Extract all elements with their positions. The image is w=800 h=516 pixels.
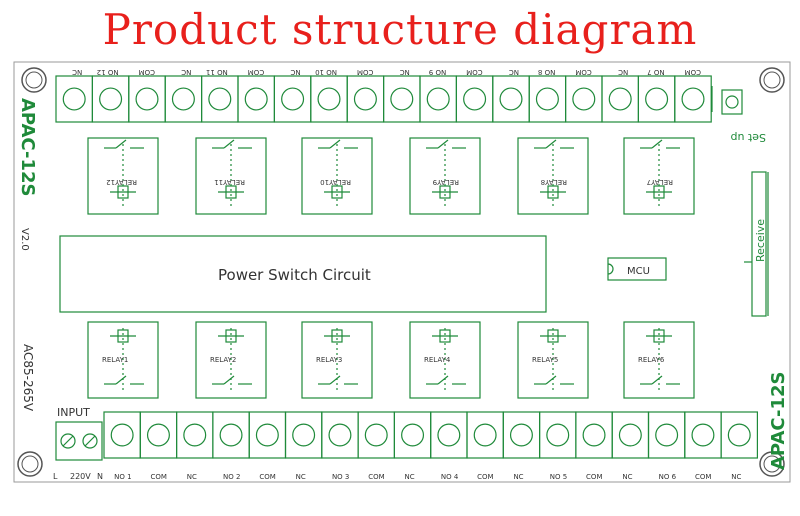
relay	[87, 321, 159, 399]
top-terminal-label: NC	[400, 68, 410, 76]
top-terminal-label: NO 10	[315, 68, 337, 76]
relay	[87, 137, 159, 215]
relay	[409, 321, 481, 399]
relay-label: RELAY3	[316, 356, 342, 364]
bottom-terminal-cell	[720, 411, 758, 459]
top-terminal-cell	[674, 75, 712, 123]
mounting-hole-inner	[763, 455, 781, 473]
model-label-right: APAC-12S	[768, 371, 789, 470]
top-terminal-label: NO 8	[538, 68, 555, 76]
bottom-terminal-label: NO 6	[659, 473, 677, 481]
bottom-relay-row: RELAY1 RELAY2 RELAY3 RELAY4 RELAY5 RELAY6	[87, 321, 695, 399]
mounting-hole-icon	[17, 451, 43, 477]
relay-label: RELAY5	[532, 356, 558, 364]
relay-label: RELAY1	[102, 356, 128, 364]
bottom-terminal-label: NO 2	[223, 473, 240, 481]
input-terminal-l: L	[53, 472, 58, 481]
relay	[409, 137, 481, 215]
bottom-terminal-label: NC	[622, 473, 632, 481]
relay	[195, 137, 267, 215]
voltage-label: AC85-265V	[21, 344, 35, 412]
relay-label: RELAY9	[433, 178, 459, 186]
mounting-hole-icon	[759, 451, 785, 477]
bottom-terminal-label: COM	[368, 473, 384, 481]
mcu-label: MCU	[627, 266, 650, 277]
top-terminal-label: NC	[181, 68, 191, 76]
input-terminal	[55, 421, 103, 461]
bottom-terminal-label: NO 4	[441, 473, 459, 481]
top-terminal-label: COM	[139, 68, 155, 76]
input-terminal-220v: 220V	[70, 472, 91, 481]
relay-label: RELAY12	[106, 178, 137, 186]
relay	[301, 321, 373, 399]
top-terminal-label: NC	[509, 68, 519, 76]
top-terminal-label: COM	[575, 68, 591, 76]
top-terminal-label: NC	[72, 68, 82, 76]
version-label: V2.0	[19, 228, 30, 251]
top-terminal-label: COM	[685, 68, 701, 76]
bottom-terminal-strip: NO 1 COM NC NO 2 COM NC NO 3 COM NC NO 4 COM NC NO 5…	[103, 411, 758, 481]
mounting-hole-inner	[21, 455, 39, 473]
top-terminal-label: NO 11	[206, 68, 228, 76]
top-terminal-label: COM	[357, 68, 373, 76]
bottom-terminal-label: COM	[259, 473, 275, 481]
top-terminal-label: NC	[290, 68, 300, 76]
input-terminal-n: N	[97, 472, 103, 481]
setup-label: Set up	[730, 131, 766, 144]
bottom-terminal-label: NC	[731, 473, 741, 481]
relay-label: RELAY4	[424, 356, 451, 364]
top-terminal-label: NO 9	[429, 68, 446, 76]
relay	[195, 321, 267, 399]
relay-label: RELAY6	[638, 356, 665, 364]
relay	[623, 137, 695, 215]
relay	[517, 321, 589, 399]
top-terminal-label: NO 7	[647, 68, 664, 76]
board-outline	[13, 61, 791, 483]
mounting-hole-icon	[21, 67, 47, 93]
relay-label: RELAY11	[214, 178, 245, 186]
input-label: INPUT	[57, 406, 90, 419]
top-terminal-label: NO 12	[97, 68, 119, 76]
top-relay-row: RELAY12 RELAY11 RELAY10 RELAY9 RELAY8 RELAY7	[87, 137, 695, 215]
bottom-terminal-label: NC	[405, 473, 415, 481]
relay-label: RELAY2	[210, 356, 236, 364]
top-terminal-label: NC	[618, 68, 628, 76]
bottom-terminal-label: NO 3	[332, 473, 349, 481]
top-terminal-label: COM	[248, 68, 264, 76]
mounting-hole-inner	[25, 71, 43, 89]
bottom-terminal-label: NC	[187, 473, 197, 481]
mounting-hole-icon	[759, 67, 785, 93]
bottom-terminal-label: COM	[477, 473, 493, 481]
mcu-chip	[607, 257, 667, 281]
relay	[301, 137, 373, 215]
diagram-title: Product structure diagram	[102, 5, 698, 54]
top-terminal-strip: NC NO 12 COM NC NO 11 COM NC NO 10 COM NC NO 9 COM N…	[55, 68, 712, 123]
model-label-left: APAC-12S	[17, 98, 38, 197]
receive-label: Receive	[754, 219, 767, 262]
power-switch-circuit-block	[59, 235, 547, 313]
bottom-terminal-label: COM	[695, 473, 711, 481]
mounting-hole-inner	[763, 71, 781, 89]
bottom-terminal-label: COM	[150, 473, 166, 481]
bottom-terminal-label: NC	[513, 473, 523, 481]
relay-label: RELAY7	[647, 178, 673, 186]
relay-label: RELAY10	[320, 178, 351, 186]
relay-label: RELAY8	[541, 178, 567, 186]
bottom-terminal-label: NC	[296, 473, 306, 481]
power-switch-circuit-label: Power Switch Circuit	[218, 266, 371, 284]
relay	[517, 137, 589, 215]
top-terminal-label: COM	[466, 68, 482, 76]
receive-antenna-area	[744, 171, 769, 317]
bottom-terminal-label: NO 5	[550, 473, 567, 481]
bottom-terminal-label: COM	[586, 473, 602, 481]
relay	[623, 321, 695, 399]
bottom-terminal-label: NO 1	[114, 473, 131, 481]
setup-button-icon	[711, 86, 743, 115]
